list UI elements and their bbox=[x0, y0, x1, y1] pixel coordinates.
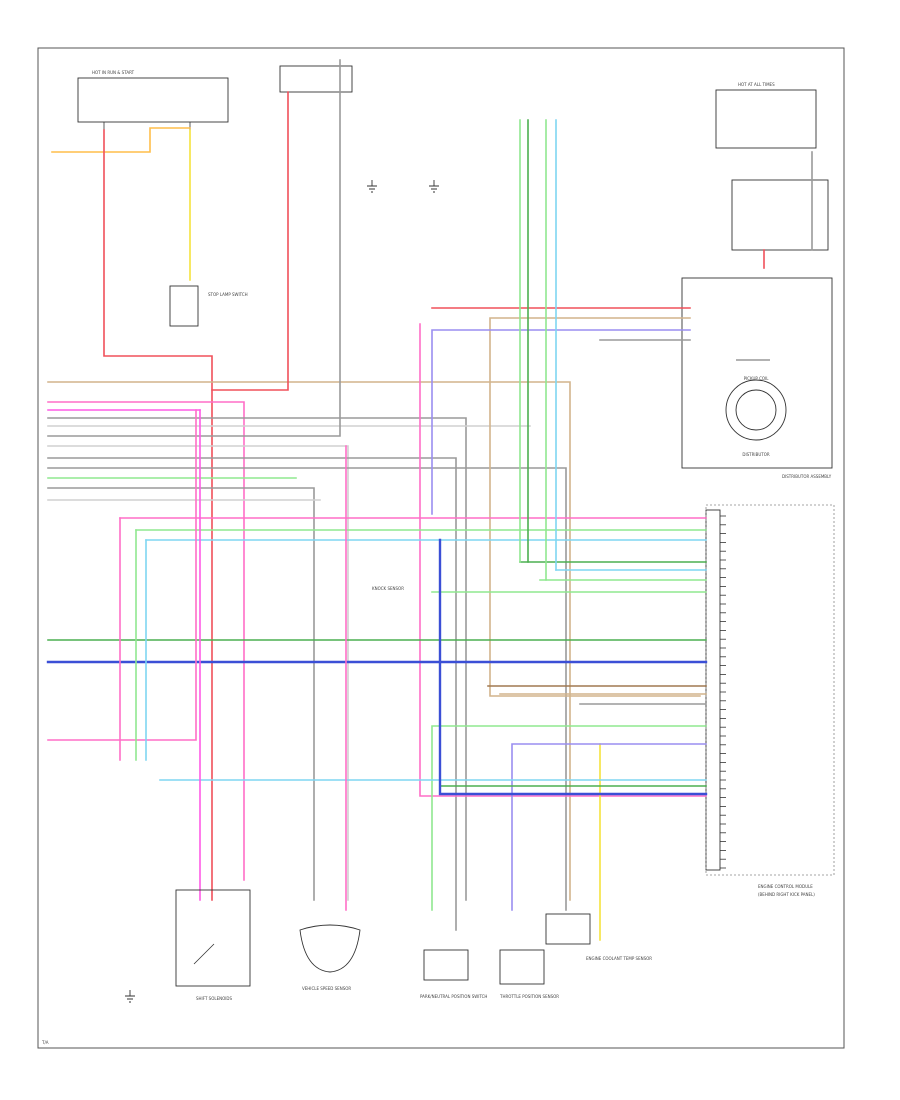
shift-solenoids-label: SHIFT SOLENOIDS bbox=[196, 996, 233, 1001]
distributor-box: PICKUP COIL DISTRIBUTOR bbox=[681, 277, 833, 469]
wire-purple-18 bbox=[431, 329, 691, 515]
park-neutral-switch-symbol bbox=[423, 949, 469, 981]
wire-gray-14 bbox=[47, 487, 315, 901]
wire-tan-17 bbox=[489, 317, 701, 697]
brake-switch bbox=[169, 285, 199, 327]
stop-lamp-label: STOP LAMP SWITCH bbox=[208, 292, 248, 297]
ect-label: ENGINE COOLANT TEMP SENSOR bbox=[586, 956, 652, 961]
knock-label: KNOCK SENSOR bbox=[372, 586, 404, 591]
switch-top-right bbox=[715, 89, 829, 251]
wire-pink-5 bbox=[47, 401, 245, 881]
pnp-label: PARK/NEUTRAL POSITION SWITCH bbox=[420, 994, 487, 999]
wire-purple-35 bbox=[511, 743, 707, 911]
wire-orange-0 bbox=[51, 127, 191, 153]
wire-gray-11 bbox=[47, 457, 457, 931]
hot-in-run-label: HOT IN RUN & START bbox=[92, 70, 135, 75]
ecm-connector: ENGINE CONTROL MODULE (BEHIND RIGHT KICK… bbox=[705, 504, 835, 897]
hot-at-all-times-label: HOT AT ALL TIMES bbox=[738, 82, 775, 87]
wire-red-4 bbox=[211, 91, 289, 391]
wire-gray-12 bbox=[47, 467, 567, 911]
distributor-label: DISTRIBUTOR bbox=[742, 452, 769, 457]
tps-symbol bbox=[499, 949, 545, 985]
ecm-sub-label: (BEHIND RIGHT KICK PANEL) bbox=[758, 892, 815, 897]
pickup-coil-label: PICKUP COIL bbox=[744, 376, 770, 381]
wires bbox=[46, 59, 813, 941]
vehicle-speed-sensor-symbol bbox=[299, 924, 361, 973]
wire-dk-blue-38 bbox=[438, 538, 708, 796]
ground-symbols bbox=[125, 180, 439, 1003]
fuse-block-top-left bbox=[77, 77, 229, 130]
diagram-frame bbox=[37, 47, 845, 1049]
coolant-sensor-symbol bbox=[545, 913, 591, 945]
wire-tan-3 bbox=[47, 381, 571, 901]
tps-label: THROTTLE POSITION SENSOR bbox=[499, 994, 559, 999]
wire-gray-9 bbox=[47, 59, 341, 437]
distributor-assy-label: DISTRIBUTOR ASSEMBLY bbox=[782, 474, 832, 479]
footer-label: T/A bbox=[41, 1040, 49, 1045]
wire-white-10 bbox=[47, 445, 349, 901]
junction-top-center bbox=[279, 65, 353, 93]
ecm-label: ENGINE CONTROL MODULE bbox=[758, 884, 813, 889]
wire-red-1 bbox=[103, 129, 213, 901]
shift-solenoid-assembly bbox=[175, 889, 251, 987]
wire-pink-19 bbox=[419, 323, 707, 797]
wire-gray-7 bbox=[47, 417, 467, 901]
wire-lt-green-33 bbox=[431, 725, 707, 911]
vss-label: VEHICLE SPEED SENSOR bbox=[302, 986, 351, 991]
wire-pink-39 bbox=[47, 409, 197, 741]
